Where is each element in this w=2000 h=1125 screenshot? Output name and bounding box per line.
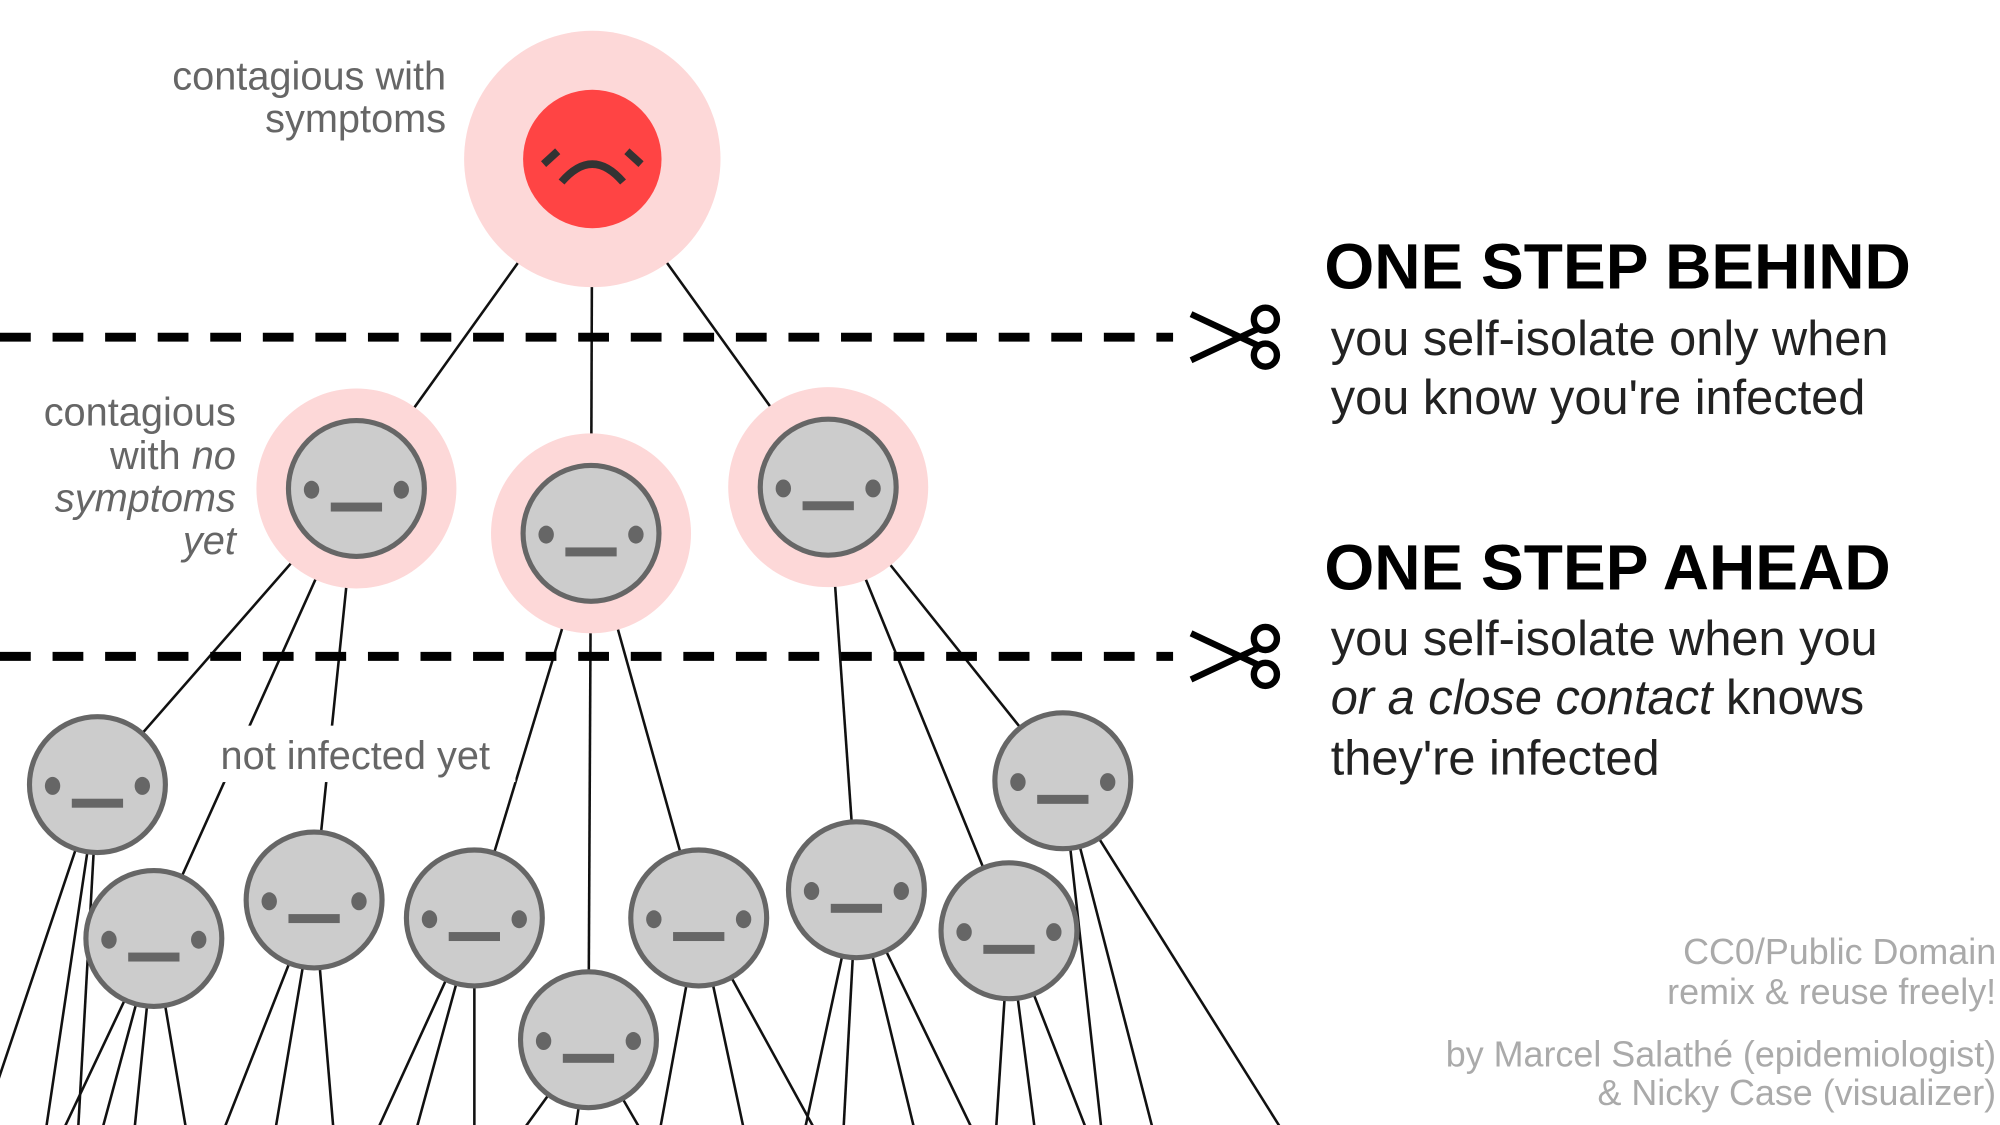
heading-one-step-ahead: ONE STEP AHEAD: [1324, 532, 1890, 604]
neutral-face-icon: [403, 847, 545, 989]
neutral-face-icon: [285, 417, 427, 559]
label-presymptomatic: contagious: [44, 391, 236, 435]
neutral-face-icon: [785, 819, 927, 961]
neutral-face-icon: [628, 847, 770, 989]
neutral-face-icon: [992, 710, 1134, 852]
ahead-description: you self-isolate when you: [1331, 612, 1878, 666]
heading-one-step-behind: ONE STEP BEHIND: [1324, 230, 1910, 302]
neutral-face-icon: [243, 829, 385, 971]
ahead-description: or a close contact knows: [1331, 671, 1864, 725]
label-symptomatic: symptoms: [265, 97, 446, 141]
license-text: CC0/Public Domain: [1683, 932, 1996, 972]
license-text: remix & reuse freely!: [1667, 972, 1996, 1012]
scissors-icon: [1189, 623, 1281, 690]
author-credit: by Marcel Salathé (epidemiologist): [1446, 1035, 1996, 1075]
ahead-description: they're infected: [1331, 731, 1660, 785]
label-symptomatic: contagious with: [172, 55, 446, 99]
behind-description: you self-isolate only when: [1331, 312, 1889, 366]
neutral-face-icon: [520, 462, 662, 604]
neutral-face-icon: [938, 860, 1080, 1002]
tree-nodes: [26, 30, 1134, 1111]
author-credit: & Nicky Case (visualizer): [1597, 1073, 1996, 1113]
label-presymptomatic: symptoms: [55, 477, 236, 521]
neutral-face-icon: [517, 969, 659, 1111]
label-not-infected: not infected yet: [221, 734, 491, 778]
neutral-face-icon: [83, 867, 225, 1009]
behind-description: you know you're infected: [1331, 371, 1866, 425]
neutral-face-icon: [26, 714, 168, 856]
label-presymptomatic: yet: [180, 519, 238, 563]
scissors-icon: [1189, 304, 1281, 370]
neutral-face-icon: [757, 416, 899, 558]
frown-face-icon: [523, 89, 662, 229]
label-presymptomatic: with no: [109, 434, 236, 478]
